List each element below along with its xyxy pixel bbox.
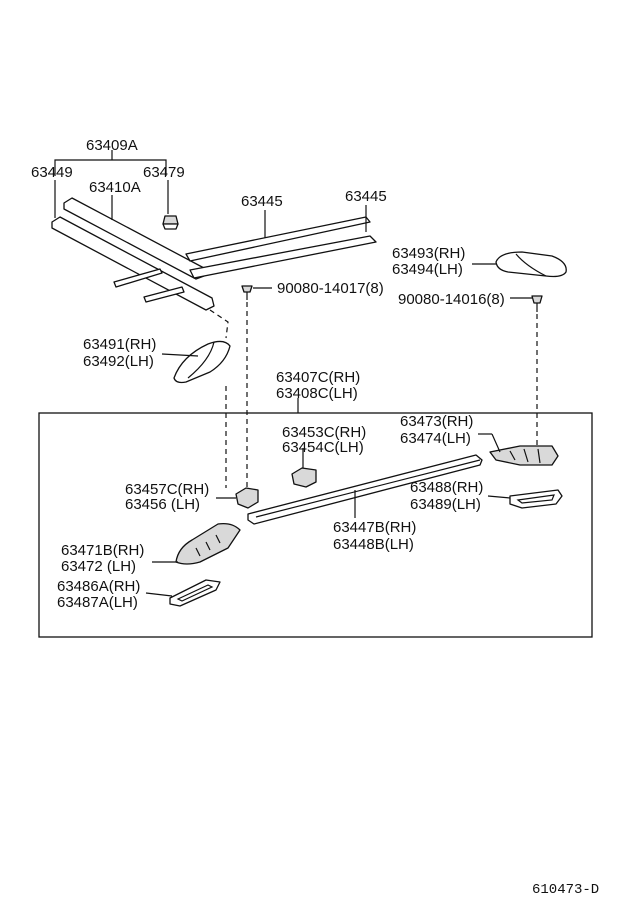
molding-63445-lower xyxy=(189,235,377,279)
leg-63473-63474 xyxy=(489,445,559,466)
label-63493: 63493(RH) xyxy=(392,245,465,262)
label-90080-14017: 90080-14017(8) xyxy=(277,280,384,297)
end-cover-63493-63494 xyxy=(495,251,567,278)
label-63445-b: 63445 xyxy=(345,188,387,205)
bracket-63457C-63456 xyxy=(235,487,259,509)
pad-63488-63489 xyxy=(509,489,563,509)
label-63494: 63494(LH) xyxy=(392,261,463,278)
label-63457C: 63457C(RH) xyxy=(125,481,209,498)
label-63488: 63488(RH) xyxy=(410,479,483,496)
rail-63449 xyxy=(51,216,215,311)
screw-90080-14017 xyxy=(241,285,253,300)
clip-63479 xyxy=(162,215,179,230)
label-63448B: 63448B(LH) xyxy=(333,536,414,553)
label-63472: 63472 (LH) xyxy=(61,558,136,575)
label-63409A: 63409A xyxy=(86,137,138,154)
label-63486A: 63486A(RH) xyxy=(57,578,140,595)
leader-lines xyxy=(54,150,532,597)
assembly-frame xyxy=(38,412,593,638)
pad-63486A-63487A xyxy=(169,579,221,607)
end-cover-63491-63492 xyxy=(173,340,231,384)
label-63492: 63492(LH) xyxy=(83,353,154,370)
molding-63445-upper xyxy=(185,216,371,262)
label-90080-14016: 90080-14016(8) xyxy=(398,291,505,308)
label-63479: 63479 xyxy=(143,164,185,181)
label-63408C: 63408C(LH) xyxy=(276,385,358,402)
dashed-connection-lines xyxy=(209,302,538,488)
label-63454C: 63454C(LH) xyxy=(282,439,364,456)
label-63449: 63449 xyxy=(31,164,73,181)
bracket-63453C-63454C xyxy=(291,467,317,488)
label-63473: 63473(RH) xyxy=(400,413,473,430)
label-63489: 63489(LH) xyxy=(410,496,481,513)
label-63474: 63474(LH) xyxy=(400,430,471,447)
label-63407C: 63407C(RH) xyxy=(276,369,360,386)
label-63453C: 63453C(RH) xyxy=(282,424,366,441)
label-63491: 63491(RH) xyxy=(83,336,156,353)
diagram-code: 610473-D xyxy=(532,882,599,898)
leg-63471B-63472 xyxy=(175,522,241,565)
short-strip-a xyxy=(113,268,163,288)
short-strip-b xyxy=(143,286,185,303)
label-63471B: 63471B(RH) xyxy=(61,542,144,559)
label-63410A: 63410A xyxy=(89,179,141,196)
label-63445-a: 63445 xyxy=(241,193,283,210)
screw-90080-14016 xyxy=(531,295,543,312)
label-63456: 63456 (LH) xyxy=(125,496,200,513)
label-63487A: 63487A(LH) xyxy=(57,594,138,611)
label-63447B: 63447B(RH) xyxy=(333,519,416,536)
